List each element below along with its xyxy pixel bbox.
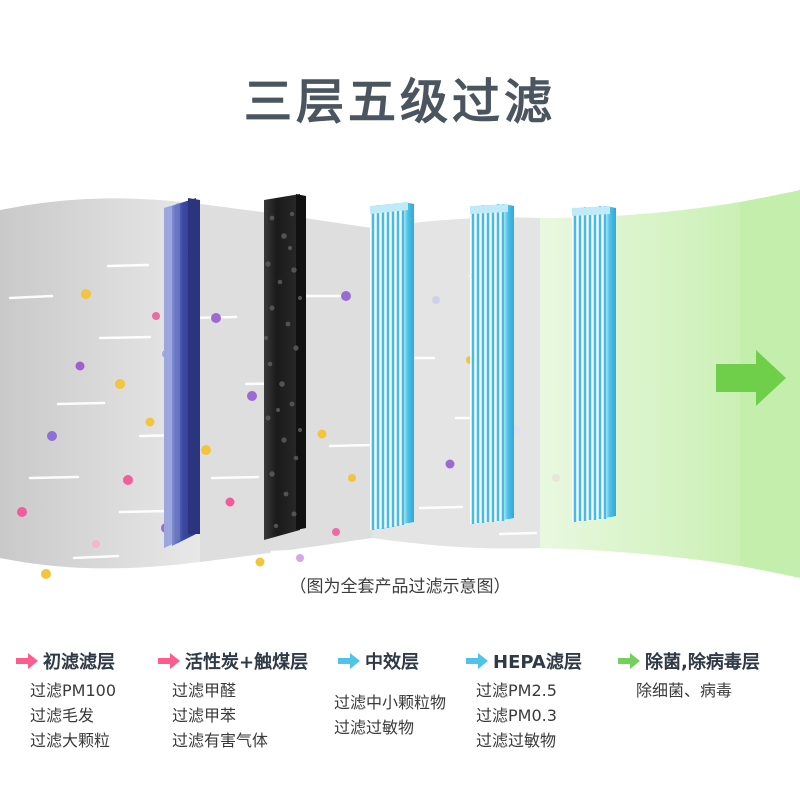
detail-column-medium-efficiency: 过滤中小颗粒物 过滤过敏物 [334,690,446,740]
legend-label: HEPA滤层 [493,652,582,673]
detail-column-pre-filter: 过滤PM100 过滤毛发 过滤大颗粒 [30,678,116,753]
page-title: 三层五级过滤 [243,74,556,130]
legend-item-antibacterial: 除菌,除病毒层 [618,648,760,674]
legend-item-medium-efficiency: 中效层 [338,648,419,674]
filtration-diagram [0,178,800,598]
legend-row: 初滤滤层 活性炭+触煤层 中效层 HEPA滤层 除菌,除病毒层 [0,648,800,676]
detail-line: 过滤中小颗粒物 [334,693,447,712]
legend-label: 初滤滤层 [43,652,115,673]
detail-line: 过滤毛发 [30,706,95,725]
detail-column-antibacterial: 除细菌、病毒 [636,678,732,703]
legend-label: 除菌,除病毒层 [645,652,760,673]
legend-label: 活性炭+触煤层 [185,652,309,673]
antibacterial-layer [572,206,616,522]
legend-item-pre-filter: 初滤滤层 [16,648,115,674]
diagram-caption: （图为全套产品过滤示意图） [289,577,511,597]
detail-line: 过滤PM2.5 [476,681,557,700]
legend-item-hepa: HEPA滤层 [466,648,582,674]
detail-column-hepa: 过滤PM2.5 过滤PM0.3 过滤过敏物 [476,678,557,753]
arrow-right-icon [466,653,488,669]
hepa-layer [470,204,514,524]
detail-line: 除细菌、病毒 [636,681,733,700]
arrow-right-icon [618,653,640,669]
detail-line: 过滤有害气体 [172,731,269,750]
arrow-right-icon [158,653,180,669]
detail-line: 过滤PM0.3 [476,706,557,725]
clean-air-flow-arrow [716,350,786,406]
detail-columns: 过滤PM100 过滤毛发 过滤大颗粒 过滤甲醛 过滤甲苯 过滤有害气体 过滤中小… [0,678,800,788]
detail-column-activated-carbon: 过滤甲醛 过滤甲苯 过滤有害气体 [172,678,268,753]
detail-line: 过滤大颗粒 [30,731,111,750]
legend-label: 中效层 [365,652,419,673]
detail-line: 过滤甲醛 [172,681,237,700]
medium-efficiency-layer [370,202,414,530]
activated-carbon-layer [263,194,306,540]
pre-filter-layer [164,198,200,548]
arrow-right-icon [16,653,38,669]
detail-line: 过滤PM100 [30,681,116,700]
detail-line: 过滤过敏物 [476,731,557,750]
detail-line: 过滤甲苯 [172,706,237,725]
detail-line: 过滤过敏物 [334,718,415,737]
legend-item-activated-carbon: 活性炭+触煤层 [158,648,308,674]
arrow-right-icon [338,653,360,669]
